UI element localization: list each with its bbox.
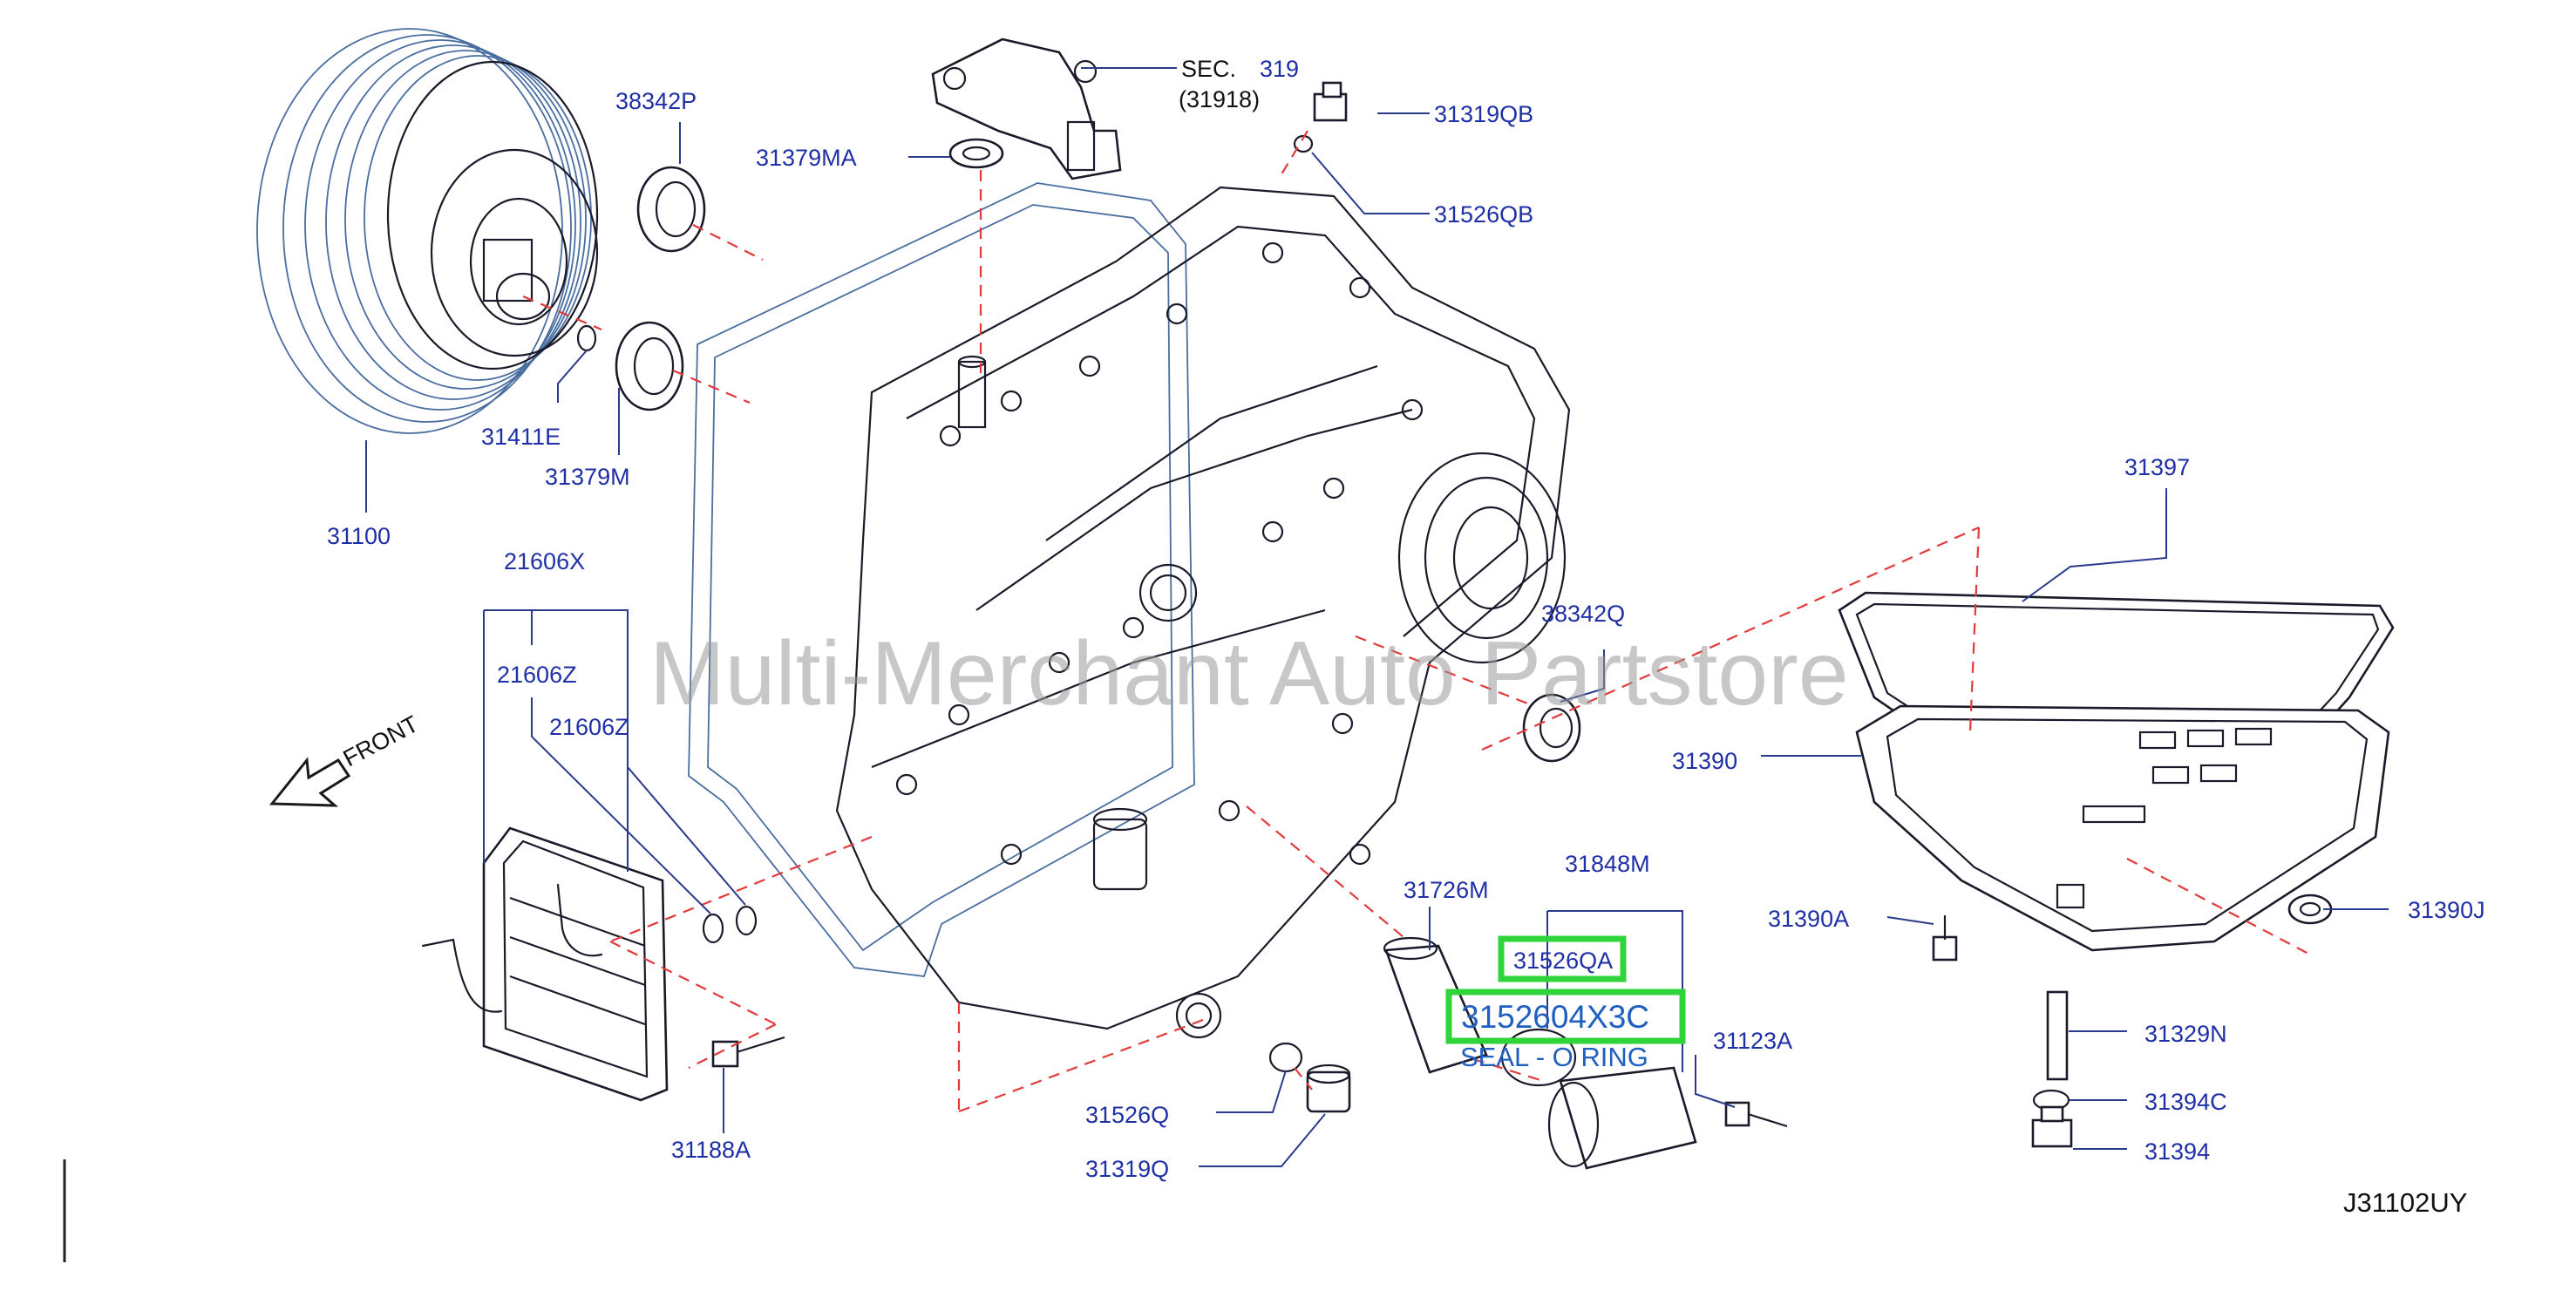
label-31100[interactable]: 31100 — [327, 523, 391, 549]
label-31394C[interactable]: 31394C — [2144, 1089, 2227, 1115]
label-21606Z-b[interactable]: 21606Z — [549, 714, 629, 740]
label-31390J[interactable]: 31390J — [2408, 897, 2485, 923]
label-31188A[interactable]: 31188A — [671, 1137, 751, 1163]
part-description: SEAL - O RING — [1460, 1042, 1648, 1072]
label-31319QB[interactable]: 31319QB — [1434, 101, 1533, 127]
oil-cooler-drawing — [421, 826, 669, 1102]
front-label: FRONT — [339, 710, 423, 771]
label-31379MA[interactable]: 31379MA — [756, 145, 857, 171]
part-number-labels: 31100 38342P 31379MA SEC. 319 (31918) 31… — [327, 56, 2485, 1182]
assembly-dashed-lines — [522, 130, 2311, 1113]
label-31411E[interactable]: 31411E — [481, 424, 561, 450]
diagram-code: J31102UY — [2343, 1187, 2467, 1218]
torque-converter-drawing — [256, 28, 599, 434]
label-31526QB[interactable]: 31526QB — [1434, 201, 1533, 228]
label-31319Q[interactable]: 31319Q — [1085, 1156, 1169, 1182]
highlight-box-3152604X3C — [1445, 989, 1686, 1044]
sec-number-link[interactable]: 319 — [1260, 56, 1299, 82]
label-31397[interactable]: 31397 — [2124, 454, 2190, 480]
label-38342P[interactable]: 38342P — [615, 88, 697, 114]
oil-pan-drawing — [1838, 591, 2395, 952]
label-31848M[interactable]: 31848M — [1565, 851, 1650, 877]
label-38342Q[interactable]: 38342Q — [1541, 601, 1625, 627]
front-direction-indicator: FRONT — [268, 710, 423, 807]
small-parts-drawings — [576, 81, 2333, 1148]
sec-prefix: SEC. — [1181, 56, 1236, 82]
label-31526QA[interactable]: 31526QA — [1513, 948, 1613, 974]
label-31329N[interactable]: 31329N — [2144, 1021, 2227, 1047]
label-21606X[interactable]: 21606X — [504, 548, 585, 574]
label-3152604X3C[interactable]: 3152604X3C — [1461, 999, 1649, 1035]
transmission-case-drawing — [688, 182, 1571, 1039]
label-31726M[interactable]: 31726M — [1404, 877, 1489, 903]
label-31390A[interactable]: 31390A — [1768, 906, 1849, 932]
label-31526Q[interactable]: 31526Q — [1085, 1102, 1169, 1128]
label-21606Z-a[interactable]: 21606Z — [497, 662, 577, 688]
highlighted-part-group: 31526QA 3152604X3C SEAL - O RING — [1445, 935, 1686, 1072]
label-31390[interactable]: 31390 — [1672, 748, 1737, 774]
watermark: Multi-Merchant Auto Partstore — [649, 623, 1849, 724]
sec-part-ref: (31918) — [1179, 86, 1260, 112]
label-31379M[interactable]: 31379M — [545, 464, 630, 490]
front-arrow-icon — [268, 757, 351, 807]
label-31394[interactable]: 31394 — [2144, 1138, 2210, 1165]
highlight-box-31526QA — [1498, 935, 1627, 982]
label-31123A[interactable]: 31123A — [1713, 1028, 1792, 1054]
sensor-drawing — [931, 37, 1122, 180]
